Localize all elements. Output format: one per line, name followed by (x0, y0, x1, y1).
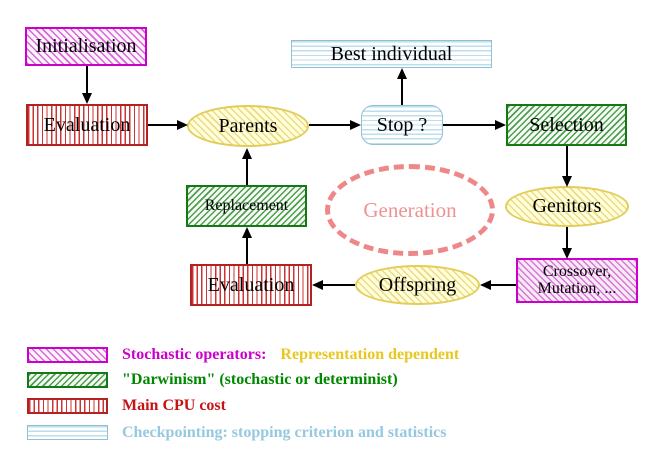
legend-label-stochastic-operators: Stochastic operators: (122, 346, 267, 363)
node-genitors: Genitors (505, 186, 629, 227)
node-evaluation-top: Evaluation (26, 104, 148, 146)
legend-row-stochastic-operators: Stochastic operators: Representation depe… (122, 346, 459, 364)
crossover-line2: Mutation, ... (537, 279, 617, 297)
node-offspring: Offspring (355, 265, 480, 305)
legend-label-darwinism: "Darwinism" (stochastic or determinist) (122, 371, 398, 388)
legend-swatch-stochastic-operators (27, 347, 108, 363)
generation-loop-ellipse: Generation (325, 164, 495, 256)
node-replacement: Replacement (186, 185, 307, 227)
legend-swatch-checkpointing (27, 425, 108, 440)
node-initialisation: Initialisation (25, 27, 147, 66)
node-evaluation-bottom: Evaluation (190, 264, 312, 306)
node-best-individual: Best individual (291, 40, 492, 68)
legend-swatch-main-cpu-cost (27, 398, 108, 414)
node-parents: Parents (187, 105, 309, 147)
node-crossover-mutation: Crossover, Mutation, ... (516, 258, 638, 303)
node-selection: Selection (506, 104, 627, 146)
legend-label-representation-dependent: Representation dependent (280, 346, 460, 363)
node-stop: Stop ? (361, 105, 443, 145)
legend-swatch-darwinism (27, 372, 108, 388)
legend-label-checkpointing: Checkpointing: stopping criterion and st… (122, 424, 447, 441)
crossover-line1: Crossover, (542, 262, 612, 280)
legend-label-main-cpu-cost: Main CPU cost (122, 397, 226, 414)
